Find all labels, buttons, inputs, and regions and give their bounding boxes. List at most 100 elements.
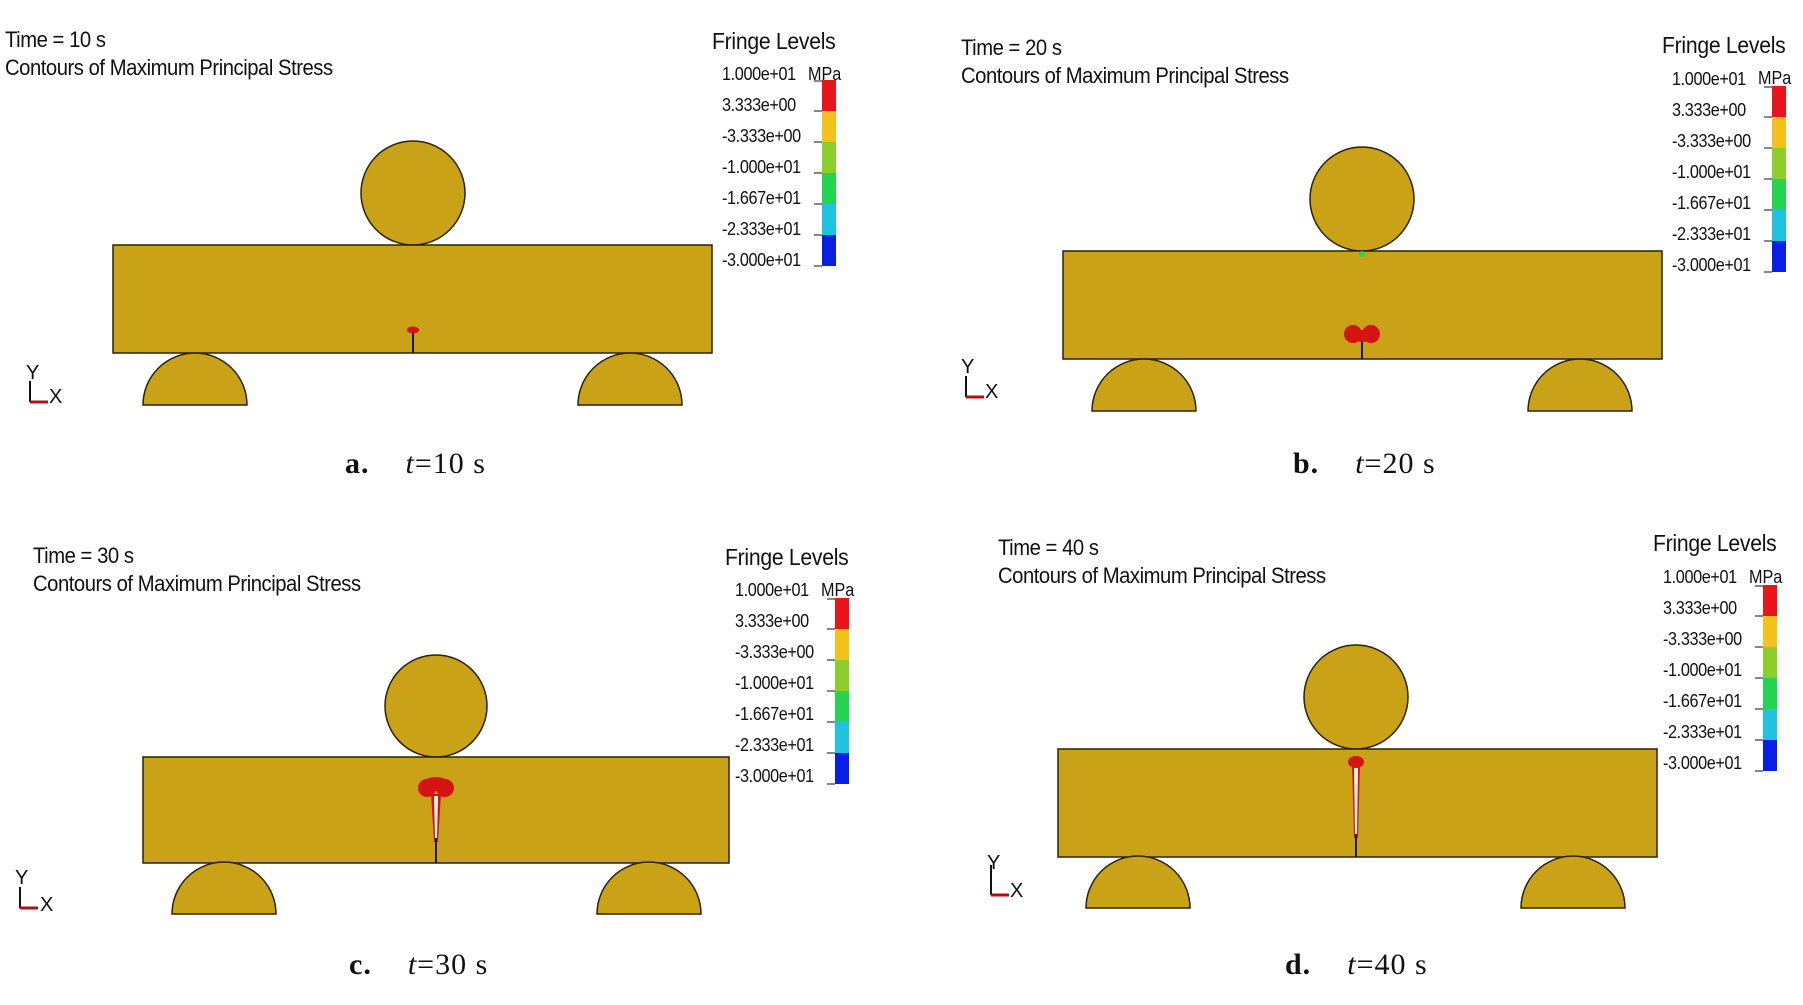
color-scale-band [822,111,836,142]
fringe-level-label: -1.000e+01 [1663,660,1742,680]
loading-roller [360,140,466,246]
color-scale-band [1772,86,1786,117]
color-scale-band [1763,647,1777,678]
fringe-level-label: -1.667e+01 [1672,193,1751,213]
color-scale-band [1763,616,1777,647]
stress-concentration [1344,325,1380,343]
fringe-level-label: 1.000e+01 [722,64,796,84]
time-label: Time = 10 s [5,27,106,52]
axis-y-label: Y [15,867,29,889]
fringe-level-label: -2.333e+01 [722,219,801,239]
time-label: Time = 20 s [961,35,1062,60]
fringe-level-label: -1.000e+01 [1672,162,1751,182]
caption: b. t=20 s [1293,447,1436,481]
caption-time-value: =10 s [414,447,486,480]
caption-time-value: =20 s [1364,447,1436,480]
color-scale-band [1763,678,1777,709]
axis-triad [19,887,38,910]
caption: c. t=30 s [349,948,488,982]
caption-time-variable: t [1347,948,1357,981]
left-support [142,352,248,406]
crack [431,794,441,863]
axis-y-label: Y [987,852,1001,874]
color-scale-band [1763,585,1777,616]
stress-concentration [418,777,454,797]
color-scale-band [1763,709,1777,740]
time-label: Time = 40 s [998,535,1099,560]
color-scale [1755,585,1777,772]
axis-triad [29,381,48,404]
caption-time-variable: t [1355,447,1365,480]
caption-letter: b. [1293,447,1320,480]
panel-c: Time = 30 s Contours of Maximum Principa… [0,502,901,1004]
fringe-level-label: -3.333e+00 [1663,629,1742,649]
left-support [1091,358,1197,412]
loading-roller [1309,146,1415,252]
color-scale-band [822,80,836,111]
time-label: Time = 30 s [33,543,134,568]
fringe-level-label: 3.333e+00 [722,95,796,115]
fringe-level-label: -2.333e+01 [735,735,814,755]
axis-x-label: X [985,381,999,403]
fringe-levels-title: Fringe Levels [1662,32,1786,58]
axis-triad [990,865,1009,897]
left-support [1085,855,1191,909]
color-scale-band [822,173,836,204]
fringe-level-label: 3.333e+00 [1672,100,1746,120]
color-scale-band [835,722,849,753]
plot-title: Contours of Maximum Principal Stress [961,63,1289,88]
fringe-level-label: -1.667e+01 [735,704,814,724]
color-scale [827,598,849,785]
fringe-level-label: 1.000e+01 [1663,567,1737,587]
caption-time-variable: t [405,447,415,480]
loading-roller [384,654,488,758]
fringe-level-label: -3.000e+01 [1672,255,1751,275]
loading-roller [1303,644,1409,750]
axis-y-label: Y [961,356,975,378]
unit-label: MPa [1749,567,1783,587]
axis-x-label: X [1010,880,1024,902]
color-scale-band [835,598,849,629]
fringe-level-label: -1.000e+01 [722,157,801,177]
caption: a.t=10 s [345,447,486,481]
crack [1352,764,1360,857]
fringe-level-label: -3.333e+00 [1672,131,1751,151]
caption-time-variable: t [407,948,418,981]
color-scale-band [835,753,849,784]
caption-letter: c. [349,948,372,981]
right-support [577,352,683,406]
plot-title: Contours of Maximum Principal Stress [998,563,1326,588]
fem-model-b [965,86,1786,412]
color-scale [814,80,836,267]
unit-label: MPa [1758,68,1792,88]
fringe-level-label: -1.667e+01 [722,188,801,208]
caption-time-value: =40 s [1356,948,1428,981]
caption-time-value: =30 s [417,948,489,981]
axis-x-label: X [40,894,54,916]
fringe-level-label: -1.667e+01 [1663,691,1742,711]
fem-model-a [29,80,836,406]
color-scale-band [822,204,836,235]
fringe-level-label: 1.000e+01 [1672,69,1746,89]
left-support [171,861,277,915]
contact-stress-point [1359,251,1365,257]
stress-concentration [1348,756,1364,768]
fringe-level-label: 3.333e+00 [1663,598,1737,618]
plot-title: Contours of Maximum Principal Stress [33,571,361,596]
color-scale [1764,86,1786,273]
fringe-level-label: -2.333e+01 [1663,722,1742,742]
fringe-levels-title: Fringe Levels [1653,530,1777,556]
color-scale-band [835,691,849,722]
panel-a: Time = 10 s Contours of Maximum Principa… [0,0,901,502]
fem-model-d [990,585,1777,909]
fringe-level-label: -1.000e+01 [735,673,814,693]
color-scale-band [835,660,849,691]
fringe-level-label: -3.000e+01 [722,250,801,270]
fringe-level-label: -3.000e+01 [1663,753,1742,773]
color-scale-band [1772,179,1786,210]
fringe-levels-title: Fringe Levels [712,28,836,54]
fringe-level-label: 3.333e+00 [735,611,809,631]
panel-d: Time = 40 s Contours of Maximum Principa… [901,502,1802,1004]
color-scale-band [822,235,836,266]
fringe-level-label: -3.333e+00 [735,642,814,662]
